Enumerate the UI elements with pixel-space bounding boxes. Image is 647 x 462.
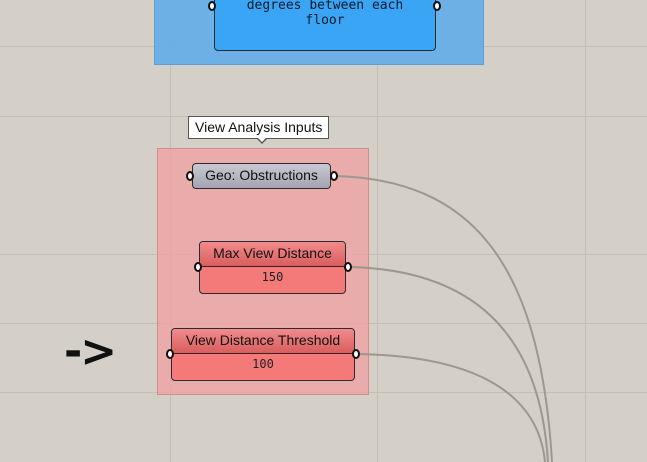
grid-line [377, 0, 378, 462]
input-port[interactable] [194, 262, 202, 272]
view-distance-threshold-label: View Distance Threshold [185, 332, 341, 348]
output-port[interactable] [344, 262, 352, 272]
wire-threshold [357, 353, 546, 462]
wire-max-view [349, 266, 549, 462]
max-view-distance-label: Max View Distance [213, 245, 332, 261]
tooltip-pointer-inner [257, 137, 267, 142]
input-port[interactable] [186, 171, 194, 181]
view-distance-threshold-slider[interactable]: View Distance Threshold 100 [171, 328, 355, 381]
max-view-distance-value[interactable]: 150 [261, 270, 284, 284]
output-port[interactable] [433, 1, 441, 11]
max-view-distance-slider[interactable]: Max View Distance 150 [199, 241, 346, 294]
annotation-arrow: -> [64, 326, 117, 377]
input-port[interactable] [208, 1, 216, 11]
geo-obstructions-param[interactable]: Geo: Obstructions [192, 163, 331, 189]
input-port[interactable] [166, 349, 174, 359]
geo-obstructions-label: Geo: Obstructions [205, 167, 318, 183]
output-port[interactable] [352, 349, 360, 359]
floor-degrees-panel[interactable]: degrees between each floor [214, 0, 436, 51]
floor-degrees-text: degrees between each floor [246, 0, 404, 28]
grid-line [585, 0, 586, 462]
group-tooltip: View Analysis Inputs [188, 116, 330, 139]
wire-geo [335, 175, 553, 462]
view-distance-threshold-value[interactable]: 100 [252, 357, 274, 371]
output-port[interactable] [330, 171, 338, 181]
